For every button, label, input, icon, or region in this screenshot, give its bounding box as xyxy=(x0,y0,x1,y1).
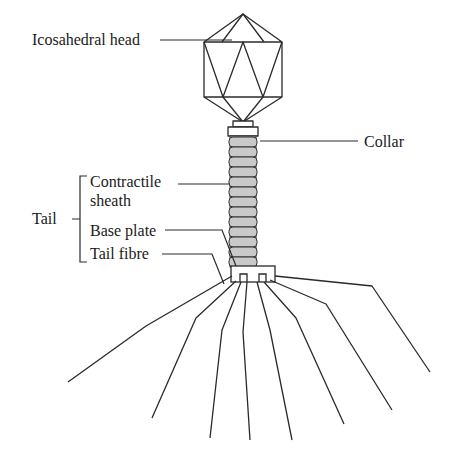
part-label: Collar xyxy=(364,132,404,151)
tail-fibre-line xyxy=(68,276,232,382)
part-label: Base plate xyxy=(90,221,156,240)
head-facet xyxy=(222,14,264,42)
part-label: Icosahedral head xyxy=(32,30,140,49)
sheath-ring xyxy=(229,247,257,257)
head-facet xyxy=(204,42,282,97)
head-outline xyxy=(204,14,282,122)
sheath-ring xyxy=(229,227,257,237)
sheath-ring xyxy=(229,197,257,207)
sheath-ring xyxy=(229,207,257,217)
head-facet xyxy=(223,97,263,122)
sheath-body xyxy=(230,136,256,267)
base-plate xyxy=(231,266,275,282)
tail-fibre-line xyxy=(264,282,344,424)
leader-line xyxy=(165,230,236,266)
tail-bracket xyxy=(72,176,87,262)
tail-fibre-line xyxy=(152,281,236,418)
sheath-ring xyxy=(229,137,257,147)
tail-fibre-line xyxy=(257,282,292,440)
part-label: Contractile sheath xyxy=(90,172,176,210)
sheath-ring xyxy=(229,177,257,187)
sheath-ring xyxy=(229,157,257,167)
leader-line xyxy=(260,140,358,141)
base-plate-notch xyxy=(240,274,266,282)
tail-fibre-line xyxy=(275,276,430,372)
sheath-ring xyxy=(229,217,257,227)
sheath-ring xyxy=(229,167,257,177)
sheath-ring xyxy=(229,237,257,247)
collar-neck xyxy=(233,121,253,127)
head-facet xyxy=(204,96,282,97)
collar-plate xyxy=(228,127,258,136)
sheath-ring xyxy=(229,147,257,157)
tail-fibre-line xyxy=(270,280,392,410)
tail-fibre-line xyxy=(243,282,250,440)
tail-fibre-line xyxy=(210,282,241,438)
sheath-ring xyxy=(229,187,257,197)
leader-line xyxy=(160,39,232,40)
part-label: Tail xyxy=(32,209,57,228)
leader-line xyxy=(178,183,230,184)
leader-line xyxy=(162,254,224,284)
part-label: Tail fibre xyxy=(90,244,149,263)
